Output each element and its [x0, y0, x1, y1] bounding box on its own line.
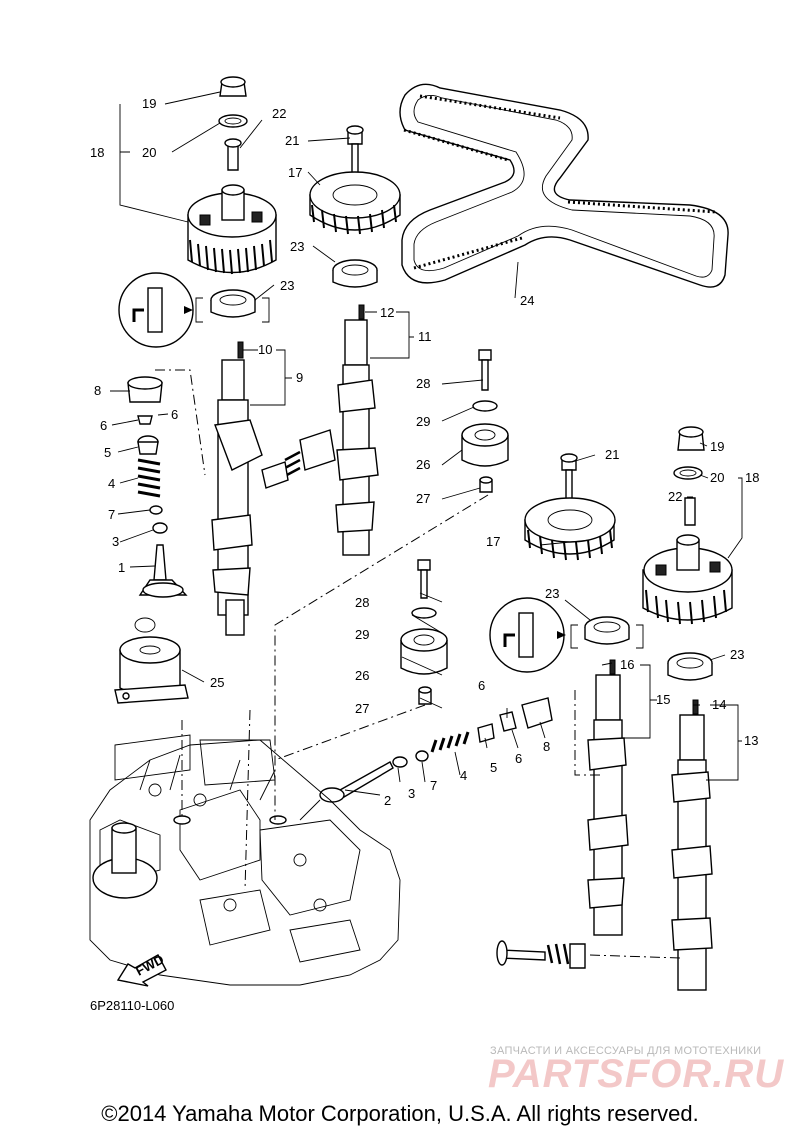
cam-pulley-upper-center: [309, 125, 401, 288]
callout-15: 15: [656, 692, 670, 707]
callout-6-center-b: 6: [515, 751, 522, 766]
callout-9: 9: [296, 370, 303, 385]
belt-tensioner: [114, 617, 189, 704]
camshaft-center: [261, 304, 379, 556]
oil-seal-left: [118, 272, 270, 348]
callout-24: 24: [520, 293, 534, 308]
callout-23-right-a: 23: [545, 586, 559, 601]
callout-17-top: 17: [288, 165, 302, 180]
callout-26-upper: 26: [416, 457, 430, 472]
callout-25: 25: [210, 675, 224, 690]
callout-27-lower: 27: [355, 701, 369, 716]
callout-26-lower: 26: [355, 668, 369, 683]
callout-28-lower: 28: [355, 595, 369, 610]
callout-10: 10: [258, 342, 272, 357]
bolt-washer-tensioner-lower: [400, 559, 448, 705]
callout-11: 11: [418, 329, 432, 344]
callout-4-center: 4: [460, 768, 467, 783]
watermark-logo: PARTSFOR.RU: [488, 1052, 785, 1096]
vct-pulley-left: [187, 76, 277, 275]
callout-5-center: 5: [490, 760, 497, 775]
callout-6-left-a: 6: [100, 418, 107, 433]
callout-29-upper: 29: [416, 414, 430, 429]
callout-19-right: 19: [710, 439, 724, 454]
cam-pulley-right: [524, 453, 616, 561]
cylinder-head-block: [89, 734, 401, 986]
callout-18-right: 18: [745, 470, 759, 485]
callout-8-center: 8: [543, 739, 550, 754]
leader-lines: [110, 91, 743, 796]
callout-5-left: 5: [104, 445, 111, 460]
callout-14: 14: [712, 697, 726, 712]
callout-7-left: 7: [108, 507, 115, 522]
callout-21-right: 21: [605, 447, 619, 462]
vct-pulley-right: [642, 426, 733, 625]
oil-seals-right: [489, 597, 713, 681]
callout-20-left: 20: [142, 145, 156, 160]
callout-7-center: 7: [430, 778, 437, 793]
camshaft-left: [211, 341, 263, 636]
copyright-notice: ©2014 Yamaha Motor Corporation, U.S.A. A…: [101, 1101, 699, 1126]
callout-6-left-b: 6: [171, 407, 178, 422]
callout-labels: 19 18 20 22 21 17 23 23 12 11 10 9 24 8 …: [90, 96, 759, 808]
callout-4-left: 4: [108, 476, 115, 491]
bolt-washer-tensioner-upper: [461, 349, 509, 493]
fwd-arrow-icon: FWD: [116, 952, 167, 987]
callout-27-upper: 27: [416, 491, 430, 506]
callout-13: 13: [744, 733, 758, 748]
callout-23-right-b: 23: [730, 647, 744, 662]
diagram-code: 6P28110-L060: [90, 998, 175, 1013]
callout-20-right: 20: [710, 470, 724, 485]
guide-lines: [155, 369, 681, 959]
callout-28-upper: 28: [416, 376, 430, 391]
callout-3-center: 3: [408, 786, 415, 801]
callout-2: 2: [384, 793, 391, 808]
callout-19-left: 19: [142, 96, 156, 111]
callout-17-right: 17: [486, 534, 500, 549]
callout-3-left: 3: [112, 534, 119, 549]
valve-train-center: [319, 697, 553, 803]
valve-train-left: [127, 376, 188, 598]
timing-belt: [399, 83, 729, 288]
callout-23-top: 23: [290, 239, 304, 254]
watermark-subtitle: ЗАПЧАСТИ И АКСЕССУАРЫ ДЛЯ МОТОТЕХНИКИ: [490, 1045, 762, 1057]
callout-1: 1: [118, 560, 125, 575]
callout-22-right: 22: [668, 489, 682, 504]
callout-29-lower: 29: [355, 627, 369, 642]
callout-22-left: 22: [272, 106, 286, 121]
camshafts-right: [496, 659, 713, 991]
callout-16: 16: [620, 657, 634, 672]
callout-6-center-a: 6: [478, 678, 485, 693]
callout-12: 12: [380, 305, 394, 320]
callout-8-left: 8: [94, 383, 101, 398]
callout-23-left: 23: [280, 278, 294, 293]
callout-18-left: 18: [90, 145, 104, 160]
callout-21-top: 21: [285, 133, 299, 148]
